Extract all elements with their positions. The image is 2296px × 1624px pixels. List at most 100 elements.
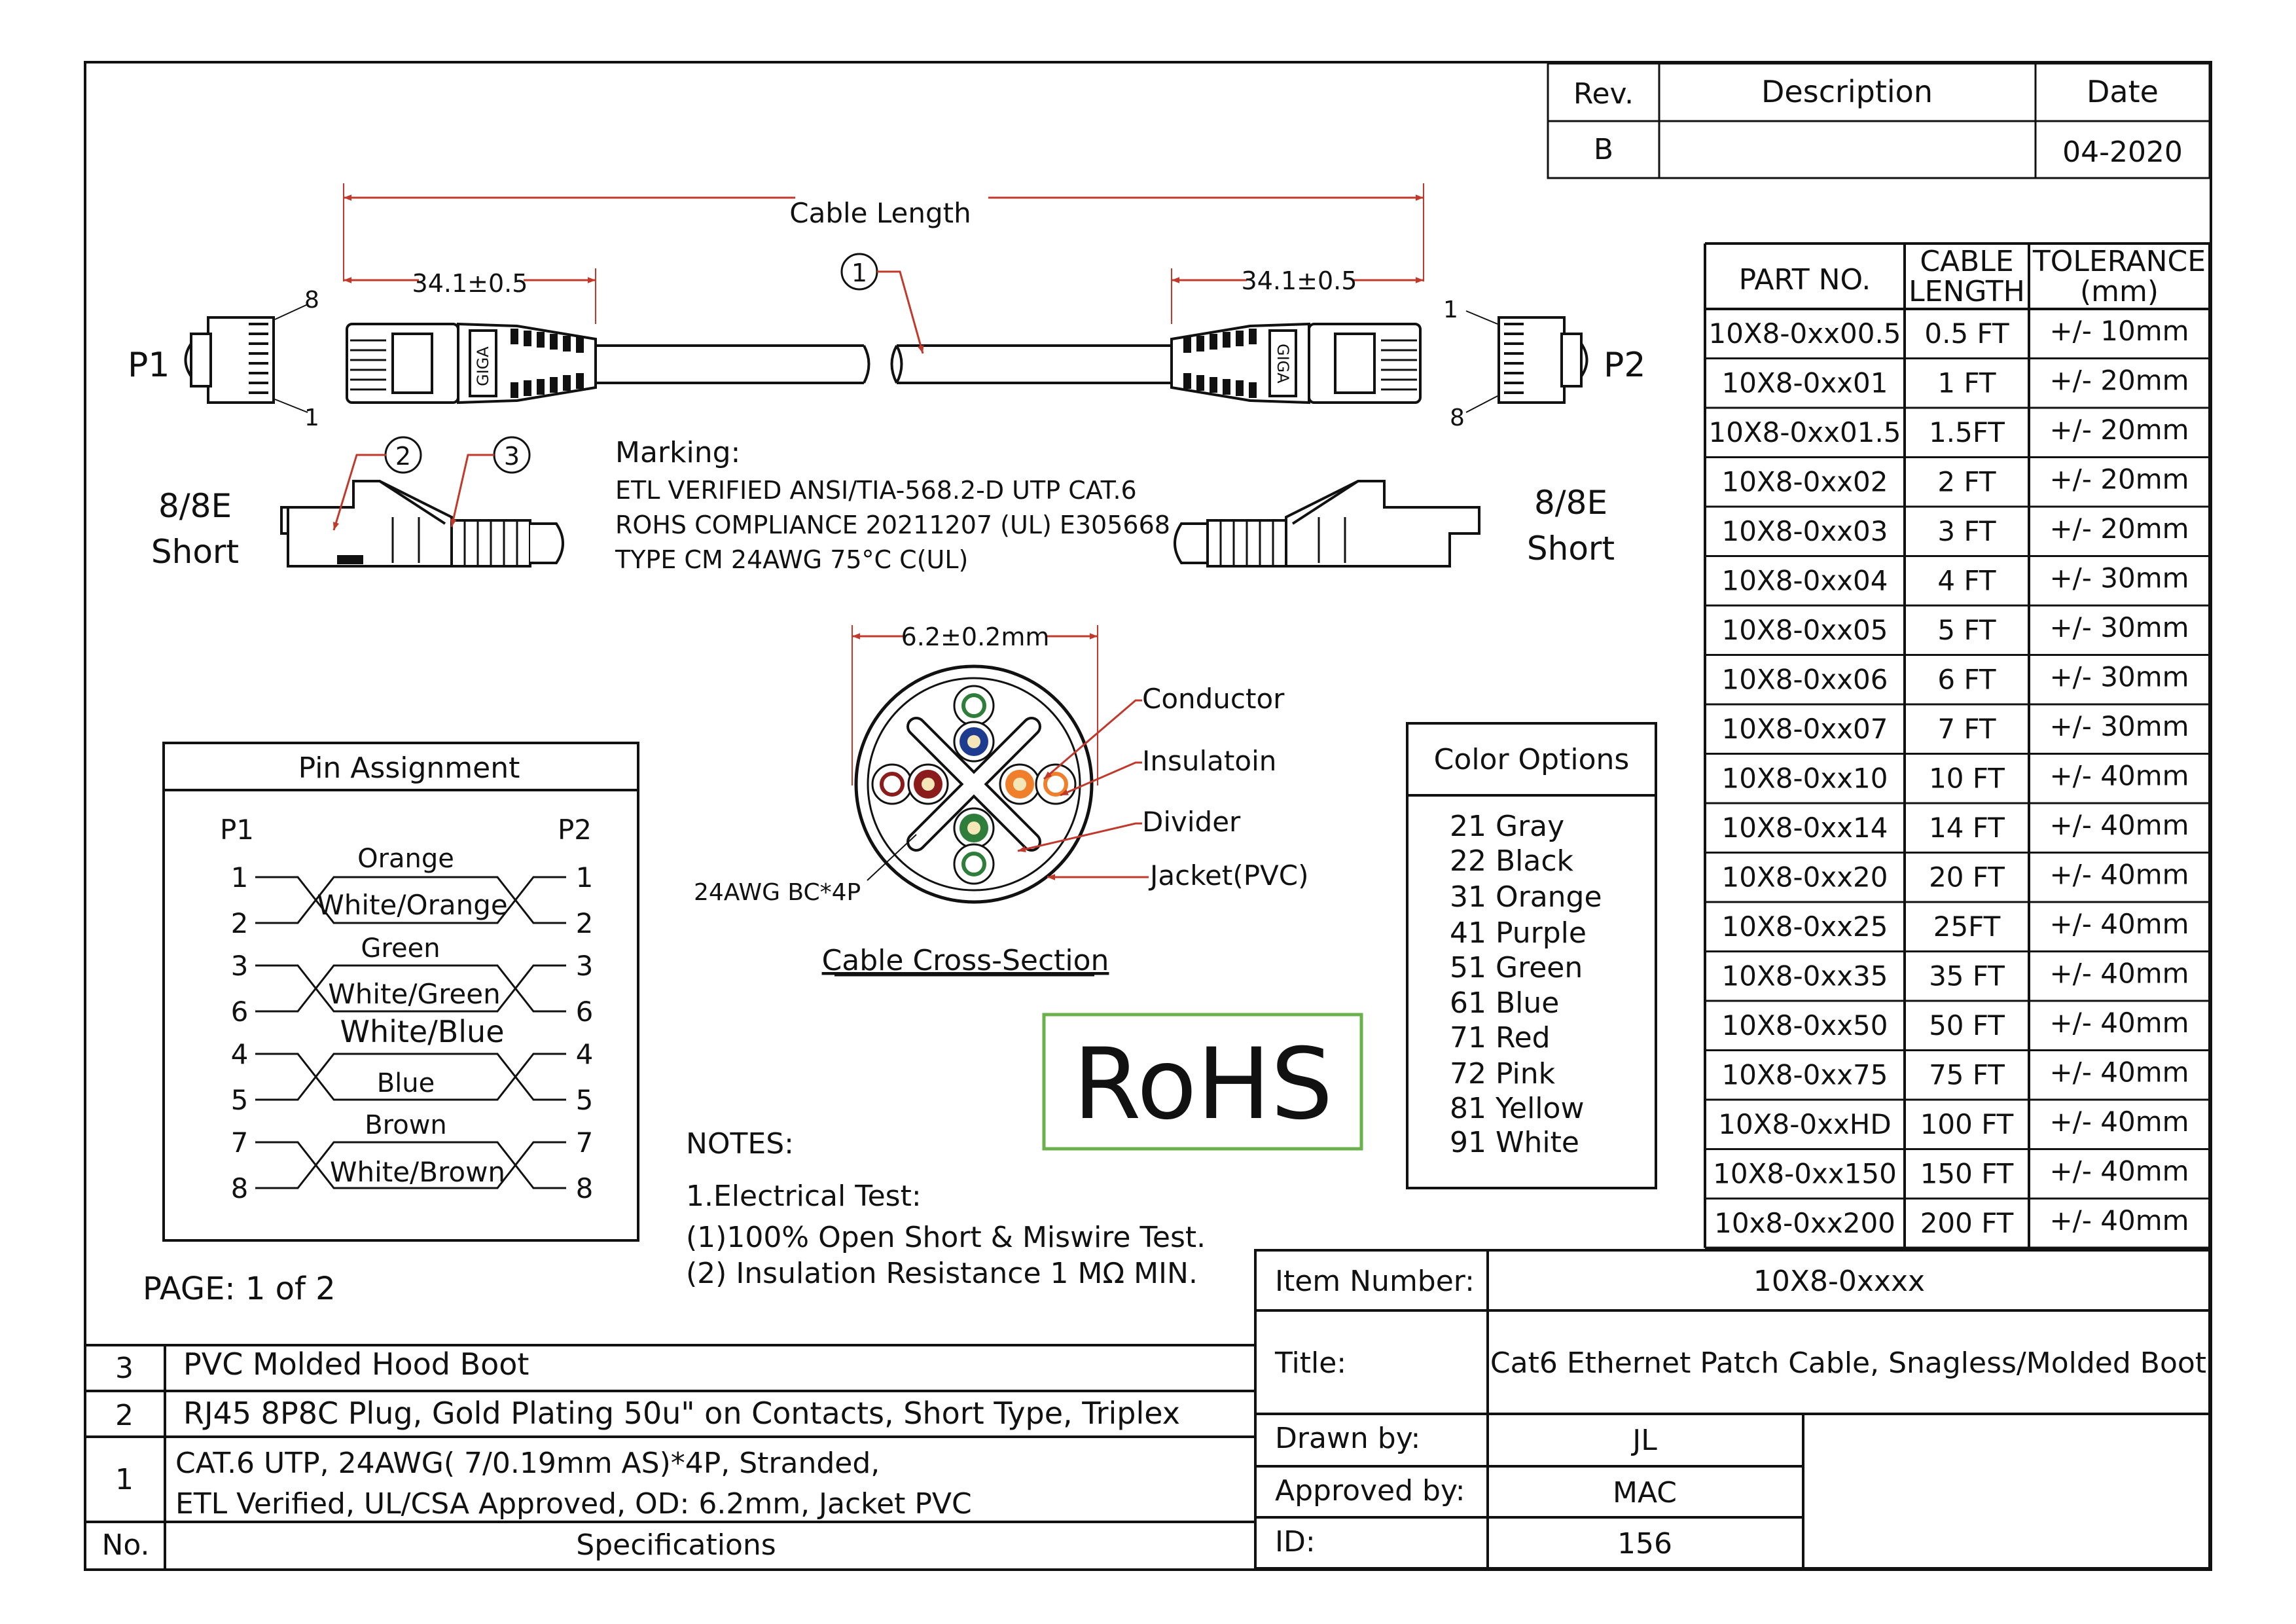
pin-group-blue: White/Blue Blue 4 5 4 5 xyxy=(231,1014,594,1116)
part-number-cell: 10X8-0xx01.5 xyxy=(1708,416,1901,448)
right-plug-and-boot xyxy=(1170,322,1422,405)
pin-number: 4 xyxy=(231,1038,249,1070)
awg-label: 24AWG BC*4P xyxy=(694,879,861,906)
cable-length-cell: 14 FT xyxy=(1929,812,2005,844)
description-header: Description xyxy=(1761,74,1933,109)
id-label: ID: xyxy=(1275,1525,1316,1559)
color-option: 91 White xyxy=(1450,1126,1579,1159)
pin-number: 7 xyxy=(231,1127,249,1159)
pin-label: White/Blue xyxy=(340,1014,504,1049)
part-number-cell: 10X8-0xx50 xyxy=(1722,1009,1888,1041)
spec-text: ETL Verified, UL/CSA Approved, OD: 6.2mm… xyxy=(175,1487,972,1521)
pin-number: 5 xyxy=(231,1084,249,1116)
color-option: 81 Yellow xyxy=(1450,1092,1584,1125)
notes-line-3: (2) Insulation Resistance 1 MΩ MIN. xyxy=(686,1257,1198,1290)
item-number-label: Item Number: xyxy=(1275,1265,1475,1298)
part-number-cell: 10X8-0xx35 xyxy=(1722,960,1888,992)
right-boot-text: GIGA xyxy=(1274,344,1292,384)
callout-2: 2 xyxy=(395,442,411,471)
cable-length-header: LENGTH xyxy=(1909,275,2025,308)
short-right-line2: Short xyxy=(1527,530,1615,568)
cable-length-cell: 150 FT xyxy=(1920,1158,2014,1190)
id-value: 156 xyxy=(1617,1527,1672,1561)
pin-label: Blue xyxy=(377,1068,435,1098)
cable-body xyxy=(596,344,1172,384)
spec-no: 1 xyxy=(115,1463,134,1496)
cable-length-cell: 200 FT xyxy=(1920,1207,2014,1239)
tolerance-cell: +/- 40mm xyxy=(2049,1204,2189,1236)
spec-text: PVC Molded Hood Boot xyxy=(183,1346,529,1382)
pin-number: 3 xyxy=(576,950,594,982)
tolerance-cell: +/- 20mm xyxy=(2049,463,2189,496)
part-number-cell: 10X8-0xx20 xyxy=(1722,861,1888,893)
tolerance-header: TOLERANCE xyxy=(2032,245,2206,278)
tolerance-cell: +/- 40mm xyxy=(2049,958,2189,990)
part-number-cell: 10X8-0xx01 xyxy=(1722,367,1888,399)
cable-length-dimension xyxy=(343,183,1424,281)
title-label: Title: xyxy=(1274,1346,1346,1380)
callout-1: 1 xyxy=(852,259,867,287)
revision-block xyxy=(1547,62,2211,179)
cable-length-cell: 35 FT xyxy=(1929,960,2005,992)
pin-group-brown: Brown White/Brown 7 8 7 8 xyxy=(231,1110,594,1204)
part-number-cell: 10X8-0xxHD xyxy=(1718,1108,1891,1140)
cable-length-cell: 0.5 FT xyxy=(1924,317,2009,350)
pin-number: 3 xyxy=(231,950,249,982)
part-number-cell: 10X8-0xx10 xyxy=(1722,763,1888,795)
pin-number: 1 xyxy=(231,861,249,893)
p1-pin-1: 1 xyxy=(304,405,319,431)
marking-title: Marking: xyxy=(615,436,740,469)
pin-assignment-title: Pin Assignment xyxy=(298,751,520,785)
tolerance-cell: +/- 20mm xyxy=(2049,414,2189,446)
pin-number: 2 xyxy=(231,907,249,939)
part-no-header: PART NO. xyxy=(1739,263,1871,297)
rohs-logo-text: RoHS xyxy=(1073,1028,1333,1142)
color-options-title: Color Options xyxy=(1434,743,1630,776)
pin-label: Brown xyxy=(365,1110,447,1140)
drawn-by-label: Drawn by: xyxy=(1275,1422,1420,1455)
cable-length-cell: 6 FT xyxy=(1937,664,1996,696)
short-left-line1: 8/8E xyxy=(158,487,232,525)
pin-group-orange: Orange White/Orange 1 2 1 2 xyxy=(231,844,594,939)
rev-header: Rev. xyxy=(1573,77,1634,111)
spec-header: Specifications xyxy=(576,1528,776,1562)
cable-length-cell: 5 FT xyxy=(1937,614,1996,646)
cable-length-header: CABLE xyxy=(1920,245,2013,278)
tolerance-cell: +/- 30mm xyxy=(2049,661,2189,693)
left-boot-text: GIGA xyxy=(474,346,492,386)
pin-number: 1 xyxy=(576,861,594,893)
tolerance-cell: +/- 40mm xyxy=(2049,1155,2189,1187)
tolerance-cell: +/- 30mm xyxy=(2049,562,2189,594)
part-number-cell: 10X8-0xx02 xyxy=(1722,466,1888,498)
p1-label: P1 xyxy=(128,346,170,385)
specifications-table xyxy=(85,1344,1255,1568)
pin-label: White/Brown xyxy=(330,1156,505,1188)
p2-pin-8: 8 xyxy=(1450,405,1465,431)
tolerance-cell: +/- 40mm xyxy=(2049,1007,2189,1039)
callout-3: 3 xyxy=(504,442,520,471)
spec-no: 2 xyxy=(115,1399,134,1432)
spec-no-header: No. xyxy=(101,1528,149,1562)
short-left-line2: Short xyxy=(151,533,239,571)
title-value: Cat6 Ethernet Patch Cable, Snagless/Mold… xyxy=(1490,1346,2206,1380)
pin-number: 2 xyxy=(576,907,594,939)
right-boot-dimension: 34.1±0.5 xyxy=(1242,266,1357,295)
part-number-cell: 10X8-0xx06 xyxy=(1722,664,1888,696)
cable-length-cell: 2 FT xyxy=(1937,466,1996,498)
color-option: 21 Gray xyxy=(1450,810,1564,843)
tolerance-cell: +/- 10mm xyxy=(2049,315,2189,347)
cable-length-cell: 25FT xyxy=(1933,911,2001,943)
notes-title: NOTES: xyxy=(686,1127,794,1161)
pin-number: 4 xyxy=(576,1038,594,1070)
marking-line-1: ETL VERIFIED ANSI/TIA-568.2-D UTP CAT.6 xyxy=(615,476,1137,505)
pin-p2-header: P2 xyxy=(558,814,592,846)
color-option: 22 Black xyxy=(1450,844,1574,878)
color-option: 31 Orange xyxy=(1450,880,1602,914)
p1-plug-end-view xyxy=(184,316,275,404)
approved-by-value: MAC xyxy=(1613,1476,1677,1509)
tolerance-cell: +/- 20mm xyxy=(2049,365,2189,397)
tolerance-header: (mm) xyxy=(2080,275,2159,308)
cable-length-cell: 20 FT xyxy=(1929,861,2005,893)
pin-number: 7 xyxy=(576,1127,594,1159)
notes-line-2: (1)100% Open Short & Miswire Test. xyxy=(686,1221,1206,1254)
